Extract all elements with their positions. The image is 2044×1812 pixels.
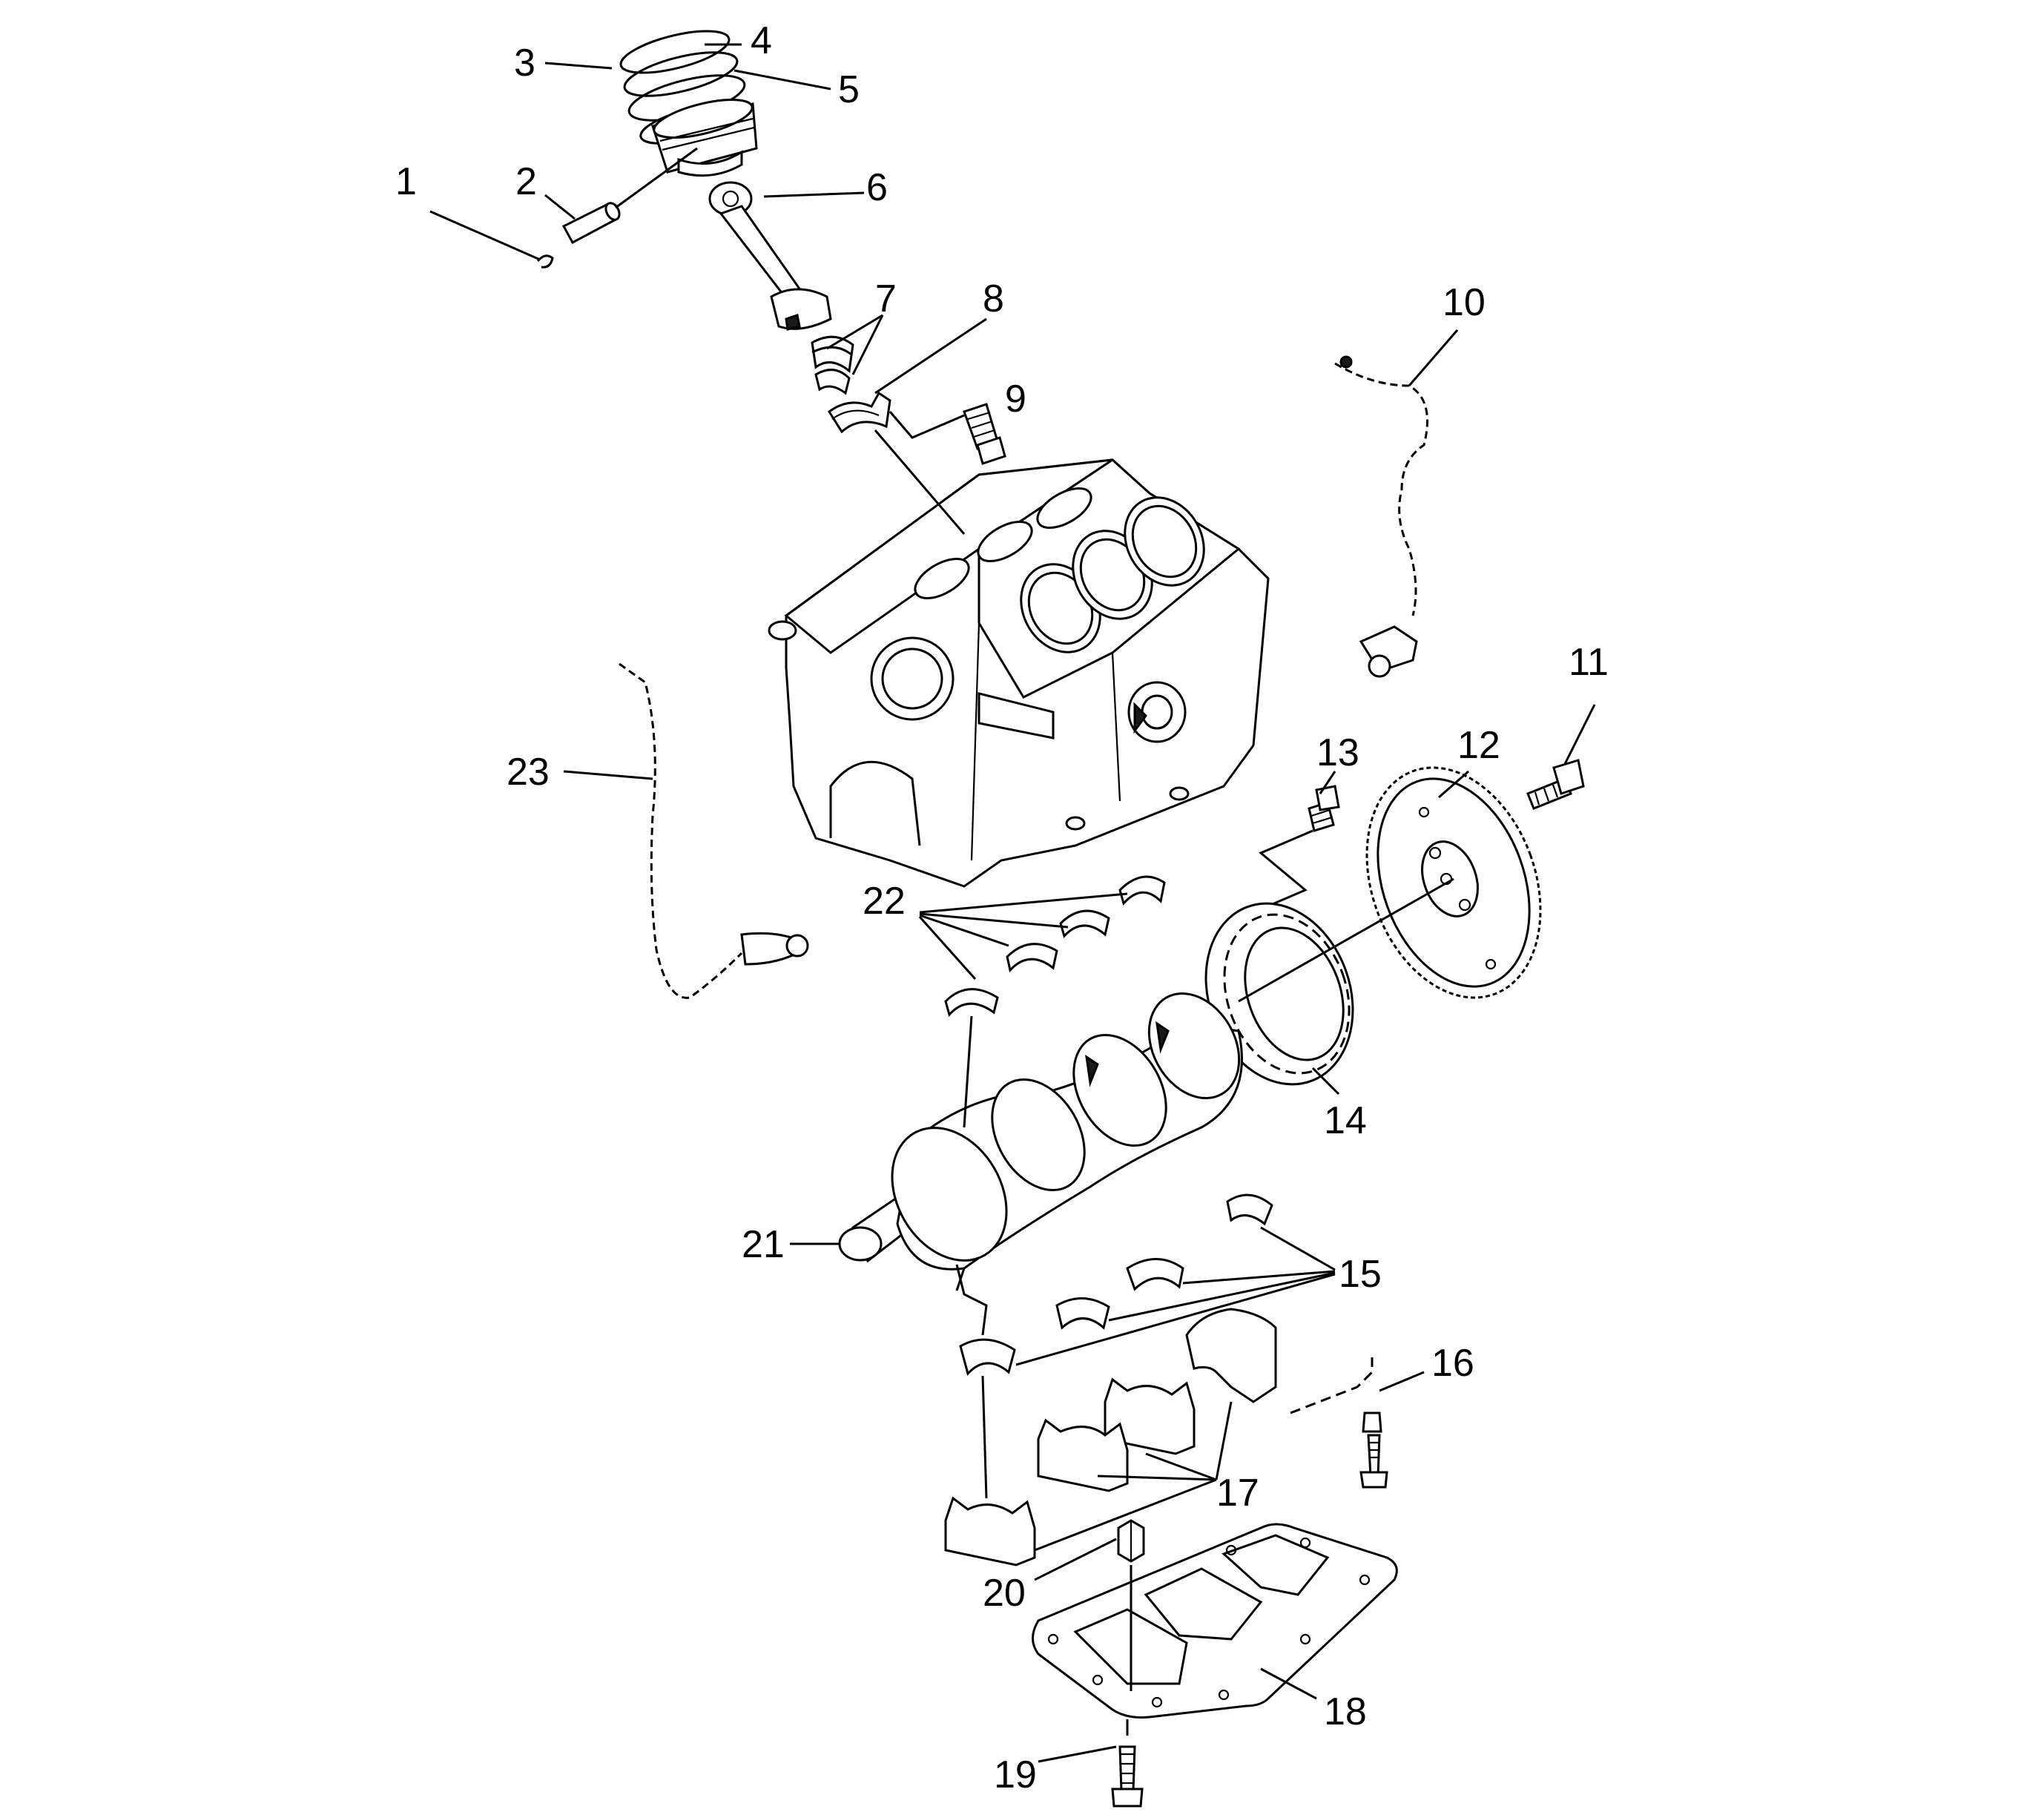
windage-tray [1032,1523,1398,1719]
windage-tray-nut [1117,1519,1145,1691]
knock-sensor [619,662,809,999]
callout-7: 7 [875,277,897,320]
callout-4: 4 [751,19,772,62]
callout-11: 11 [1569,641,1609,684]
upper-main-bearings [944,875,1166,1018]
callout-16: 16 [1431,1342,1474,1385]
callout-1: 1 [395,160,417,203]
callout-5: 5 [838,68,860,111]
bolt-13-leader [1253,829,1313,914]
lower-main-bearings [959,1193,1273,1377]
callout-18: 18 [1324,1690,1367,1733]
callout-20: 20 [983,1572,1026,1615]
callout-leaders [429,43,1596,1763]
flywheel-axis-line [1238,877,1454,1003]
flywheel-spacer-bolt [1308,785,1340,832]
callout-2: 2 [515,160,537,203]
main-bearing-cap-bolt [1359,1411,1388,1489]
crankshaft-position-sensor [1334,355,1428,678]
main-bearing-caps [944,1308,1277,1566]
callout-6: 6 [866,166,888,209]
windage-tray-bolt [1111,1719,1144,1808]
callout-17: 17 [1216,1472,1259,1515]
callout-19: 19 [994,1753,1037,1796]
callout-10: 10 [1443,281,1486,324]
callout-3: 3 [514,42,535,85]
callout-12: 12 [1457,724,1500,767]
connecting-rod-bolt [963,403,1006,465]
callout-22-leaders [918,892,1128,1128]
callout-13: 13 [1316,731,1359,774]
flywheel-bolt [1526,759,1585,810]
piston-pin [561,147,698,245]
crankshaft [838,992,1243,1271]
callout-22: 22 [863,880,906,923]
connecting-rod [708,181,832,331]
callout-23: 23 [507,751,550,794]
connecting-rod-bearings [811,335,854,395]
callout-14: 14 [1324,1099,1367,1142]
piston [651,99,758,177]
connecting-rod-cap [827,391,891,434]
callout-15-leaders [955,1226,1336,1499]
piston-pin-retainer [536,254,554,268]
flywheel [1365,766,1542,999]
callout-labels: 1 2 3 4 5 6 7 8 9 10 11 12 13 14 15 16 1… [395,19,1609,1796]
flywheel-spacer-ring [1204,902,1354,1086]
bolt-16-leader [1290,1357,1374,1414]
callout-17-leaders [1034,1401,1233,1552]
callout-15: 15 [1339,1253,1382,1296]
callout-21: 21 [742,1223,785,1266]
callout-8: 8 [983,277,1004,320]
callout-9: 9 [1005,378,1026,421]
engine-block [768,458,1270,888]
